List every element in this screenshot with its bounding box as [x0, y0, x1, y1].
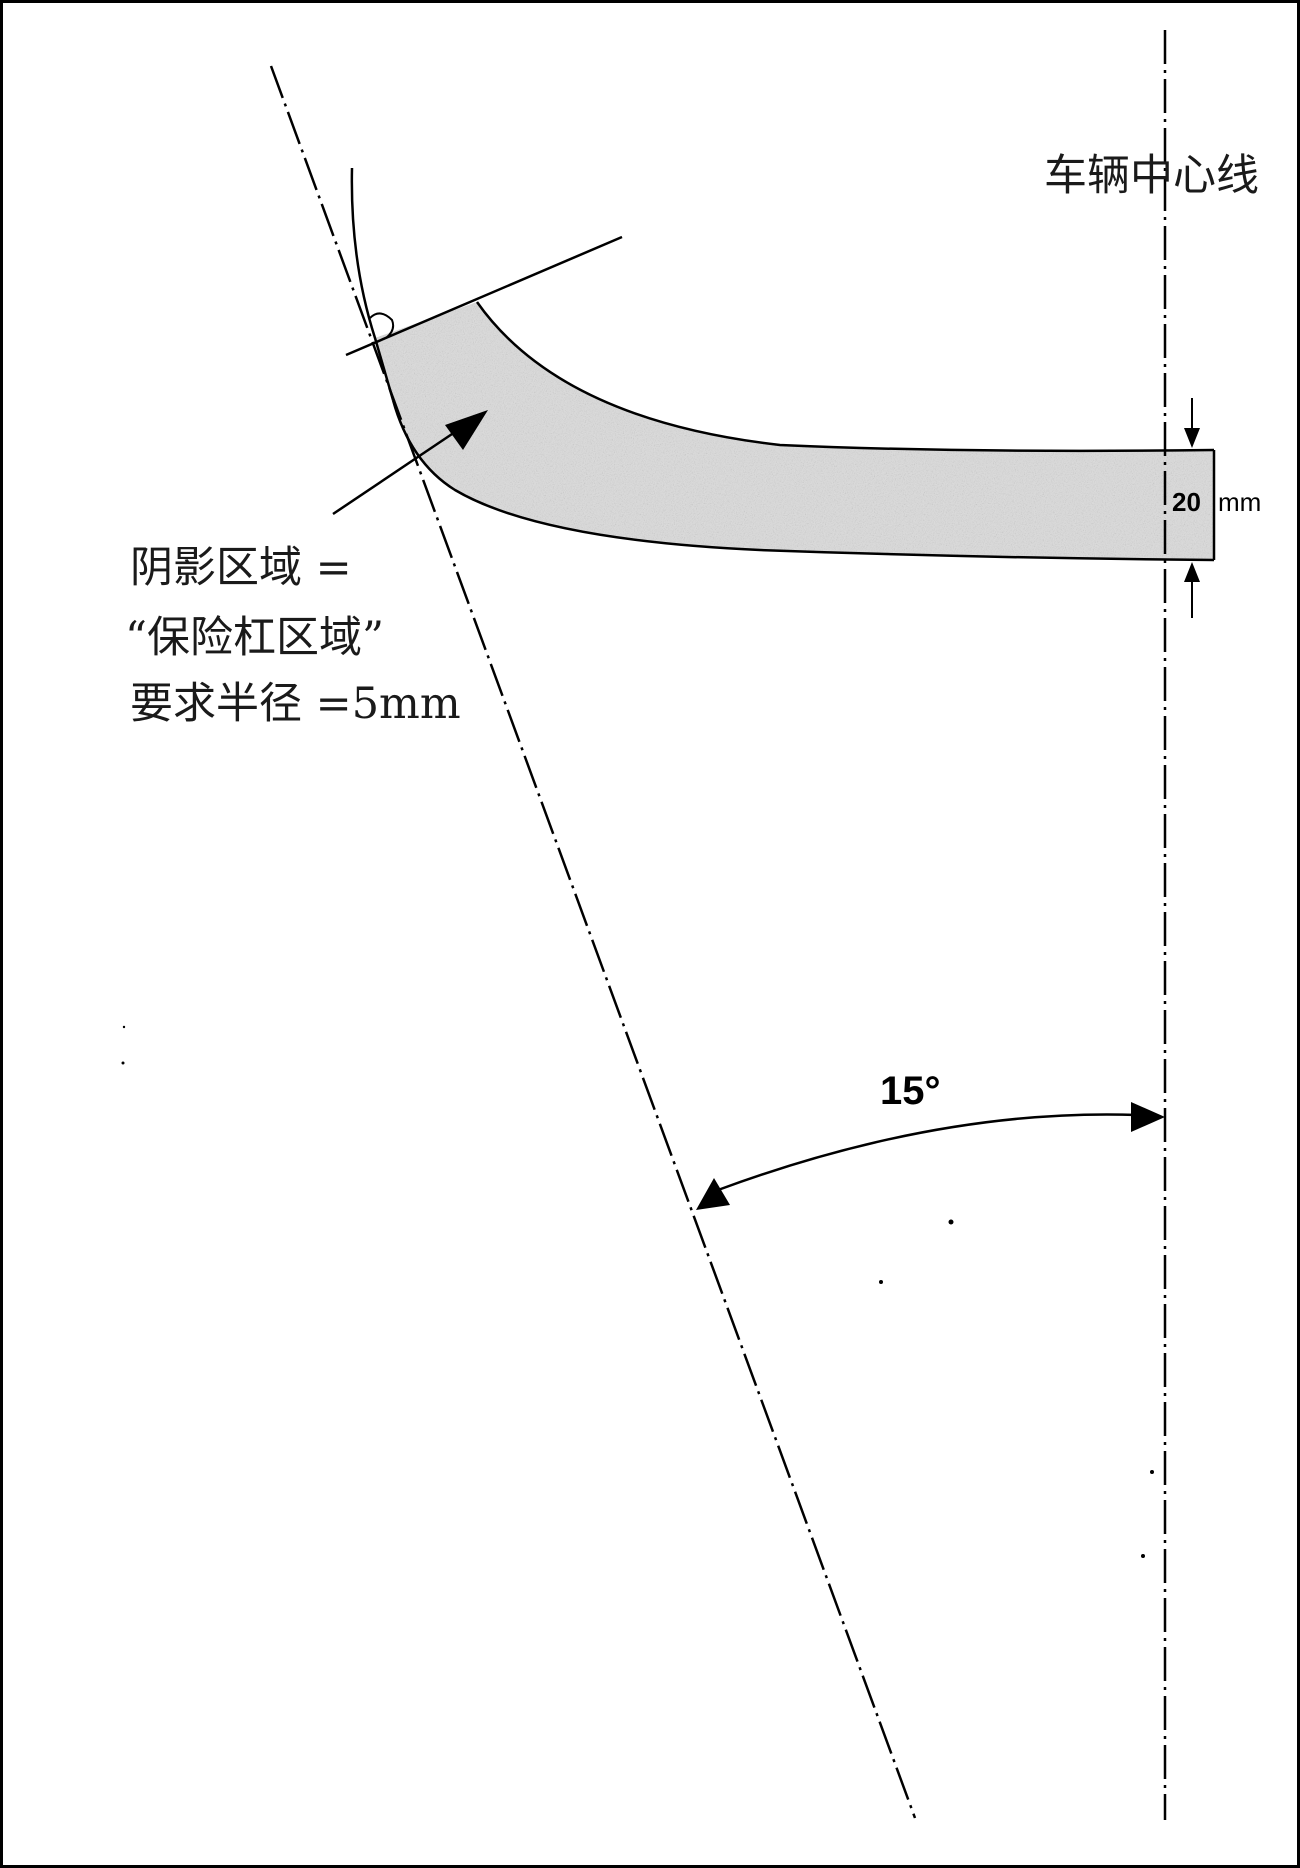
tangent-line: [345, 235, 623, 357]
slanted-reference-line: [269, 65, 917, 1819]
speck: [122, 1025, 126, 1029]
leader-arrowhead: [445, 410, 488, 450]
dimension-arrowhead-top: [1184, 428, 1200, 448]
dimension-arrowhead-bottom: [1184, 562, 1200, 582]
bumper-zone-upper-edge: [475, 301, 1215, 453]
annotation-line-1: 阴影区域 =: [130, 543, 352, 593]
corner-radius-mark: [369, 312, 395, 339]
bumper-zone-texture: [375, 302, 1214, 560]
annotation-line-3: 要求半径 =5mm: [130, 679, 461, 729]
leader-arrow-line: [332, 428, 459, 516]
dimension-unit: mm: [1218, 487, 1261, 517]
angle-label: 15°: [880, 1069, 941, 1113]
angle-arrowhead-right: [1131, 1102, 1165, 1132]
speck: [948, 1219, 954, 1225]
outer-contour-curve: [350, 167, 395, 401]
annotation-line-2: “保险杠区域”: [125, 613, 384, 663]
angle-arc: [717, 1113, 1139, 1192]
speck: [879, 1280, 883, 1284]
speck: [1150, 1470, 1154, 1474]
speck: [1141, 1554, 1145, 1558]
centerline-label: 车辆中心线: [1044, 151, 1259, 201]
bumper-zone-lower-edge: [391, 399, 1215, 562]
dimension-value: 20: [1172, 487, 1201, 517]
speck: [121, 1061, 125, 1065]
angle-arrowhead-left: [696, 1178, 730, 1210]
